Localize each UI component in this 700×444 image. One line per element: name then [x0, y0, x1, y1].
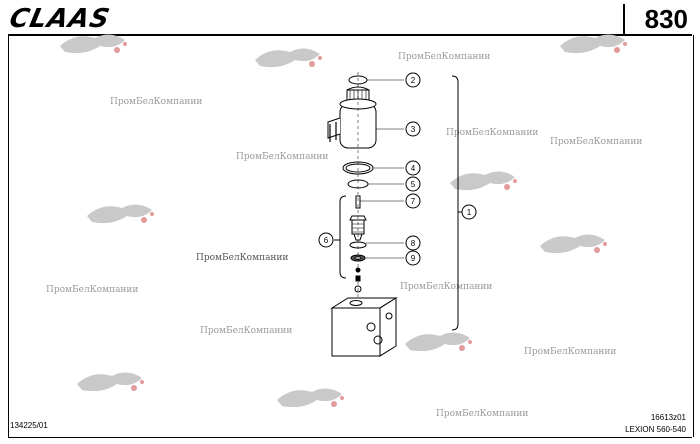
callout-group [318, 72, 477, 266]
watermark-splash-icon [77, 372, 144, 392]
watermark-splash-icon [87, 204, 154, 224]
header-rule [8, 34, 692, 36]
watermark-splash-icon [450, 171, 517, 191]
watermark-text: ПромБелКомпании [236, 152, 329, 162]
callout-9: 9 [411, 254, 416, 263]
watermark-text: ПромБелКомпании [46, 285, 139, 295]
callout-6: 6 [324, 236, 329, 245]
watermark-text: ПромБелКомпании [436, 409, 529, 419]
callout-8: 8 [411, 239, 416, 248]
pin-7 [355, 195, 361, 209]
watermark-text: ПромБелКомпании [400, 282, 493, 292]
valve-block [330, 297, 398, 357]
diagram-frame [8, 35, 694, 437]
header-divider [623, 4, 625, 34]
solenoid-coil-3 [327, 86, 377, 149]
watermark-splash-icon [540, 234, 607, 254]
footer-model: LEXION 560-540 [625, 425, 686, 434]
page-number: 830 [644, 4, 688, 34]
callout-3: 3 [411, 125, 416, 134]
watermark-splash-icon [560, 34, 627, 54]
watermark-splash-icon [255, 48, 322, 68]
footer-left-code: 134225/01 [10, 421, 48, 430]
watermark-splash-icon [60, 34, 127, 54]
watermark-text: ПромБелКомпании [446, 128, 539, 138]
watermark-text: ПромБелКомпании [200, 326, 293, 336]
callout-5: 5 [411, 180, 416, 189]
watermark-text: ПромБелКомпании [550, 137, 643, 147]
callout-4: 4 [411, 164, 416, 173]
watermark-splash-icon [405, 332, 472, 352]
callout-1: 1 [467, 208, 472, 217]
watermark-text: ПромБелКомпании [110, 97, 203, 107]
callout-7: 7 [411, 197, 416, 206]
watermark-text: ПромБелКомпании [196, 253, 289, 263]
watermark-text: ПромБелКомпании [398, 52, 491, 62]
watermark-splash-icon [277, 388, 344, 408]
footer-right-code: 16613z01 [650, 413, 686, 422]
valve-cartridge [349, 215, 367, 241]
footer-rule [8, 437, 692, 438]
watermark-text: ПромБелКомпании [524, 347, 617, 357]
callout-2: 2 [411, 76, 416, 85]
